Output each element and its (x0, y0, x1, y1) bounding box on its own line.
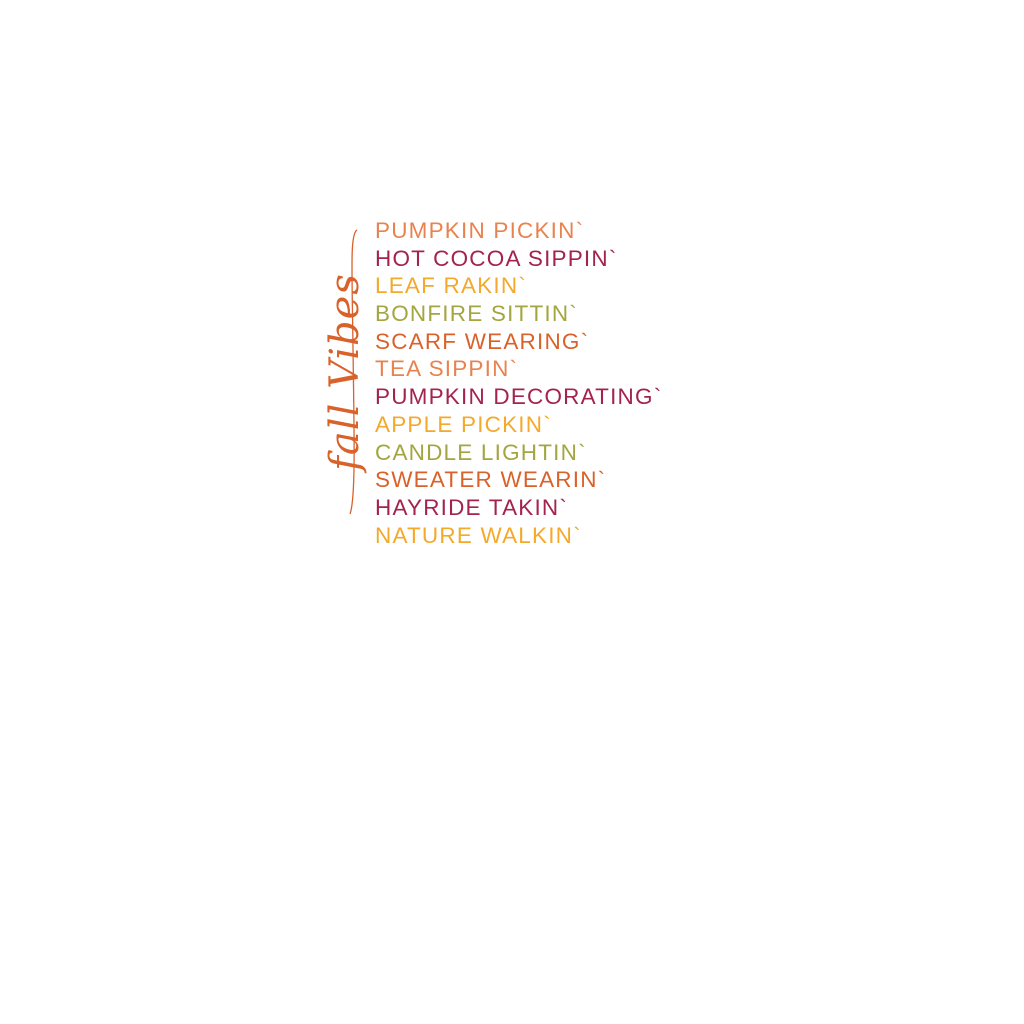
list-item: PUMPKIN PICKIN` (375, 218, 585, 243)
activity-list: PUMPKIN PICKIN` HOT COCOA SIPPIN` LEAF R… (375, 217, 662, 549)
list-item: CANDLE LIGHTIN` (375, 439, 587, 465)
list-item: SCARF WEARING` (375, 328, 590, 354)
list-item: TEA SIPPIN` (375, 356, 519, 382)
list-item: SWEATER WEARIN` (375, 467, 607, 493)
side-title: fall Vibes (322, 273, 368, 471)
list-item: PUMPKIN DECORATING` (375, 384, 663, 410)
list-item: LEAF RAKIN` (375, 273, 527, 299)
fall-vibes-script-title: fall Vibes (322, 227, 368, 517)
list-item: HOT COCOA SIPPIN` (375, 245, 618, 271)
list-item: HAYRIDE TAKIN` (375, 494, 569, 520)
list-item: APPLE PICKIN` (375, 411, 552, 437)
list-item: NATURE WALKIN` (375, 522, 582, 548)
script-swash-line (349, 229, 358, 515)
list-item: BONFIRE SITTIN` (375, 301, 578, 327)
